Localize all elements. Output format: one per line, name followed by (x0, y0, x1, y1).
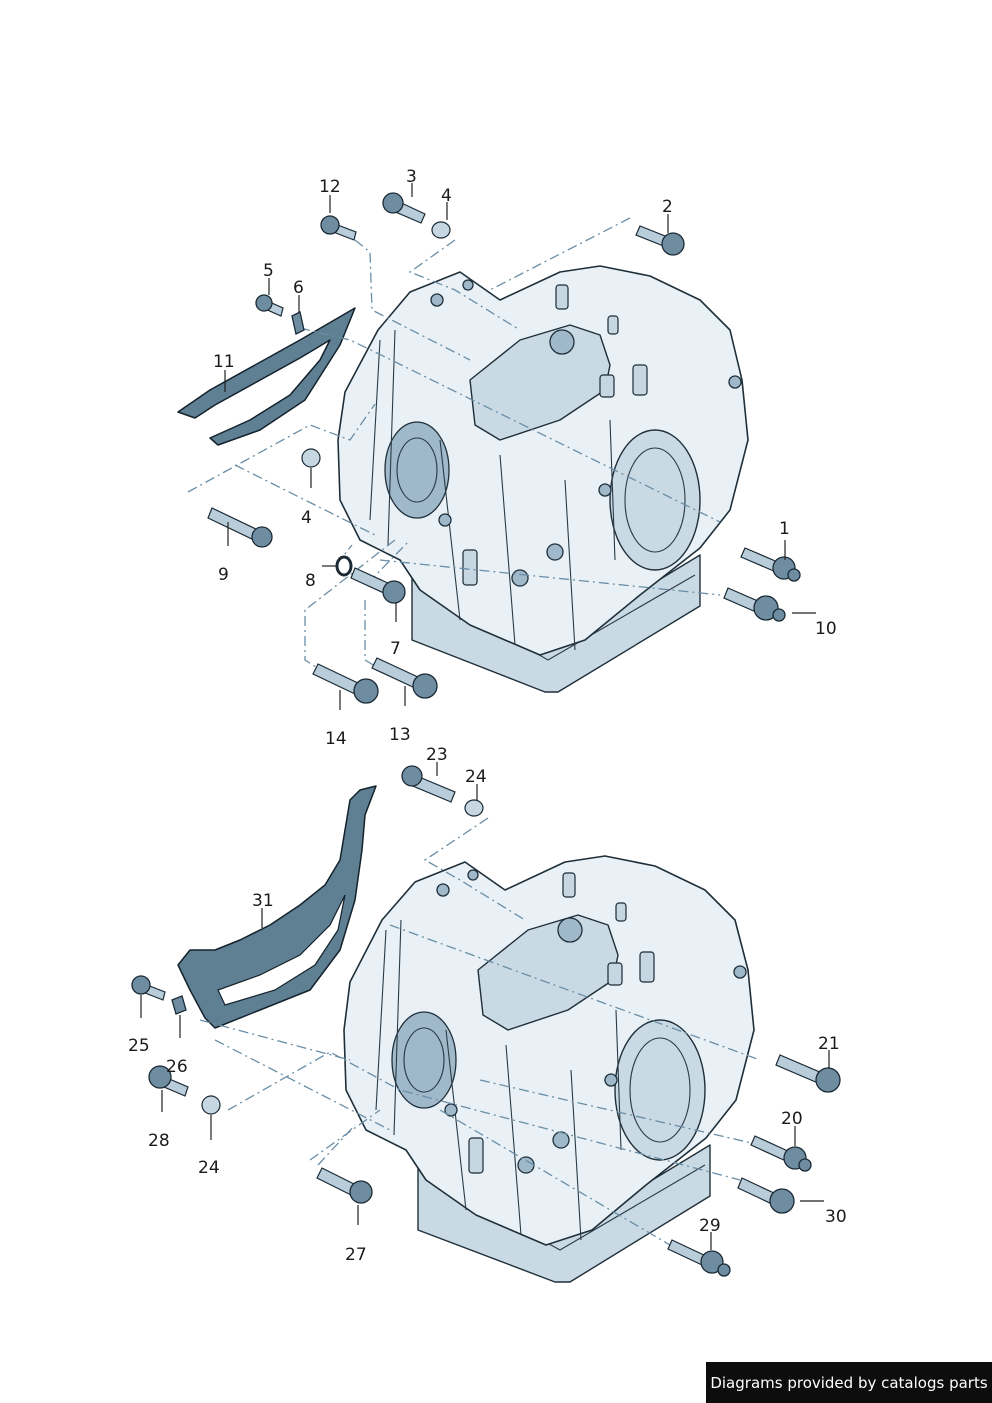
callout-6: 6 (293, 278, 304, 298)
gasket-11 (177, 307, 356, 446)
lower-bolts (131, 765, 841, 1277)
clip-26 (171, 995, 187, 1015)
bolt-25 (131, 975, 166, 1001)
o-ring-8 (335, 555, 353, 577)
bolt-30 (737, 1177, 795, 1214)
bolt-13 (371, 657, 438, 699)
bolt-7 (350, 567, 406, 604)
callout-20: 20 (781, 1109, 803, 1129)
upper-callouts: 12 3 4 2 5 6 11 4 9 1 8 10 7 14 13 (213, 167, 837, 749)
callout-29: 29 (699, 1216, 721, 1236)
bolt-14 (312, 663, 379, 704)
lower-transmission-assembly (343, 855, 755, 1283)
callout-8: 8 (305, 571, 316, 591)
callout-14: 14 (325, 729, 347, 749)
clip-6 (291, 311, 305, 335)
bolt-21 (775, 1054, 841, 1093)
upper-bolts (207, 192, 801, 704)
bolt-9 (207, 507, 273, 548)
callout-25: 25 (128, 1036, 150, 1056)
bolt-1 (740, 547, 801, 582)
lower-dashed-guides (199, 817, 761, 1246)
bolt-10 (723, 587, 786, 622)
sleeve-4-side (301, 448, 321, 468)
callout-10: 10 (815, 619, 837, 639)
bolt-2 (635, 225, 685, 256)
callout-23: 23 (426, 745, 448, 765)
upper-input-bore (384, 421, 450, 519)
bolt-23 (401, 765, 456, 803)
callout-13: 13 (389, 725, 411, 745)
upper-rear-cover (609, 429, 701, 571)
lower-rear-cover (614, 1019, 706, 1161)
bolt-27 (316, 1167, 373, 1204)
callout-2: 2 (662, 197, 673, 217)
callout-31: 31 (252, 891, 274, 911)
callout-9: 9 (218, 565, 229, 585)
callout-4-side: 4 (301, 508, 312, 528)
callout-3: 3 (406, 167, 417, 187)
shield-31 (177, 785, 377, 1029)
credit-banner: Diagrams provided by catalogs parts (706, 1362, 992, 1403)
callout-26: 26 (166, 1057, 188, 1077)
callout-30: 30 (825, 1207, 847, 1227)
bolt-5 (255, 294, 284, 317)
callout-28: 28 (148, 1131, 170, 1151)
sleeve-24-side (201, 1095, 221, 1115)
bolt-28 (148, 1065, 189, 1097)
lower-callouts: 23 24 31 25 26 21 28 24 20 30 27 29 (128, 745, 847, 1265)
callout-4: 4 (441, 186, 452, 206)
callout-7: 7 (390, 639, 401, 659)
bolt-20 (750, 1135, 812, 1172)
callout-24: 24 (465, 767, 487, 787)
bolt-29 (667, 1239, 731, 1277)
callout-27: 27 (345, 1245, 367, 1265)
upper-transmission-assembly (337, 265, 749, 693)
sleeve-4-top (431, 221, 451, 239)
bolt-12 (320, 215, 357, 241)
callout-21: 21 (818, 1034, 840, 1054)
callout-11: 11 (213, 352, 235, 372)
callout-24-side: 24 (198, 1158, 220, 1178)
sleeve-24-top (464, 799, 484, 817)
lower-input-bore (391, 1011, 457, 1109)
bolt-3 (382, 192, 426, 224)
callout-5: 5 (263, 261, 274, 281)
callout-1: 1 (779, 519, 790, 539)
callout-12: 12 (319, 177, 341, 197)
